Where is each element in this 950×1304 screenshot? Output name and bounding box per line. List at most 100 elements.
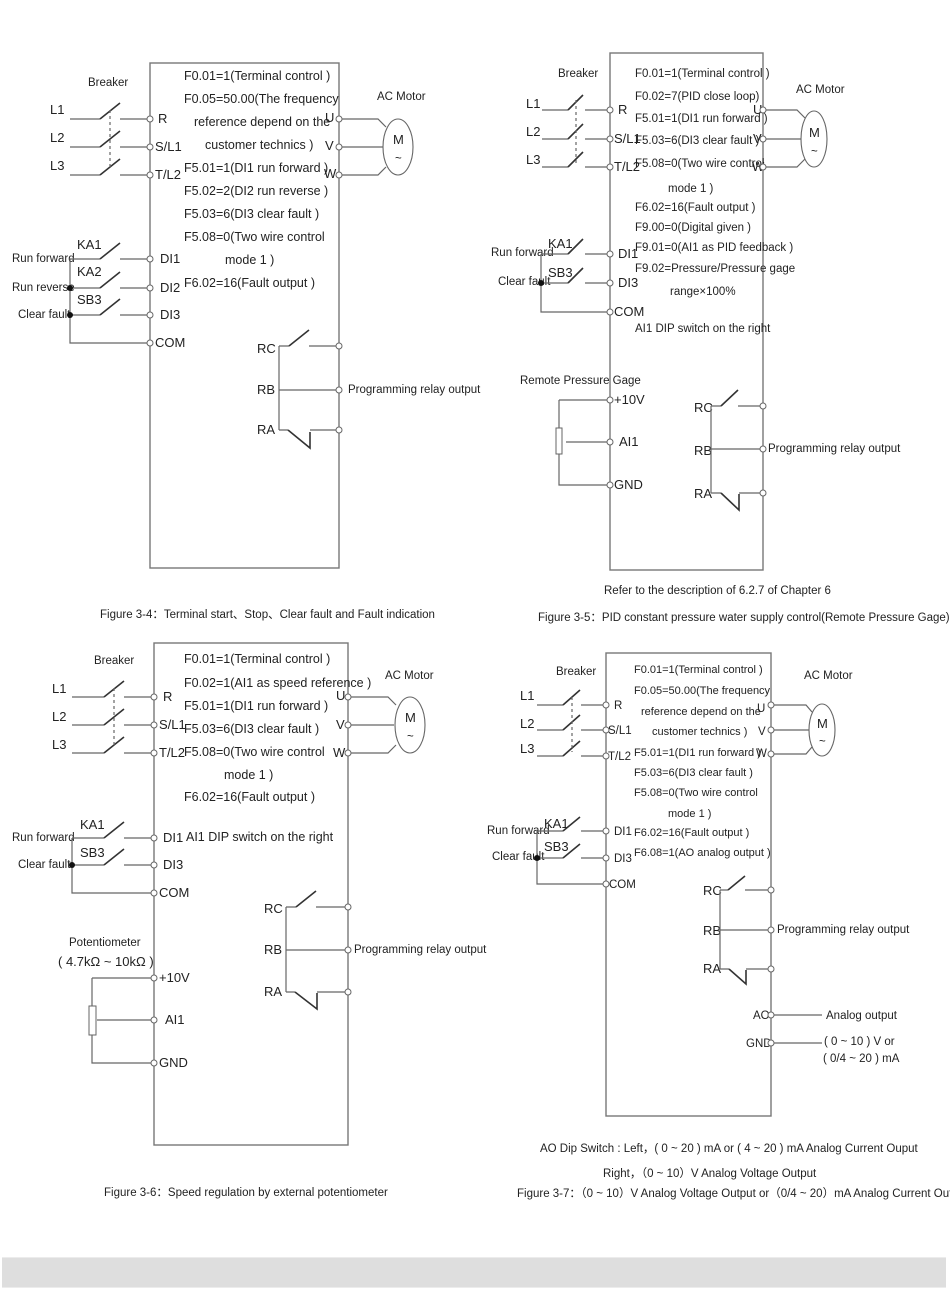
svg-text:T/L2: T/L2 (159, 745, 185, 760)
svg-text:F9.00=0(Digital given ): F9.00=0(Digital given ) (635, 222, 751, 234)
svg-text:RC: RC (264, 901, 283, 916)
svg-text:S/L1: S/L1 (608, 725, 632, 737)
potentiometer-label: Potentiometer (69, 937, 141, 949)
svg-text:~: ~ (395, 153, 402, 165)
svg-text:F5.01=1(DI1 run forward ): F5.01=1(DI1 run forward ) (635, 113, 768, 125)
svg-text:DI3: DI3 (163, 857, 183, 872)
svg-text:RA: RA (264, 984, 282, 999)
svg-text:RC: RC (257, 341, 276, 356)
svg-text:Clear fault: Clear fault (492, 851, 545, 863)
footer-bar (2, 1257, 946, 1288)
svg-text:SB3: SB3 (548, 265, 573, 280)
svg-text:DI1: DI1 (163, 830, 183, 845)
svg-text:T/L2: T/L2 (614, 159, 640, 174)
svg-text:RB: RB (257, 382, 275, 397)
svg-text:~: ~ (819, 736, 826, 748)
ao-dip-note-left: AO Dip Switch : Left，( 0 ~ 20 ) mA or ( … (540, 1143, 919, 1155)
parameter-list: F0.01=1(Terminal control ) F0.05=50.00(T… (184, 69, 339, 290)
svg-text:V: V (753, 131, 762, 146)
svg-text:Programming relay output: Programming relay output (777, 924, 910, 936)
svg-text:Run forward: Run forward (12, 832, 75, 844)
svg-text:KA1: KA1 (80, 817, 105, 832)
power-input: L1 L2 L3 R S/L1 T/L2 (520, 688, 632, 763)
relay-output: RC RB RA Programming relay output (694, 389, 901, 512)
svg-text:Run reverse: Run reverse (12, 282, 75, 294)
svg-text:DI3: DI3 (618, 275, 638, 290)
figure-caption: Figure 3-6：Speed regulation by external … (104, 1187, 388, 1199)
figure-3-4: Breaker L1 L2 L3 R S/L1 T/L2 F0.01=1(Ter… (12, 62, 481, 621)
svg-text:+10V: +10V (614, 392, 645, 407)
svg-text:+10V: +10V (159, 970, 190, 985)
line-l3: L3 (50, 158, 64, 173)
svg-text:F0.05=50.00(The frequency: F0.05=50.00(The frequency (634, 685, 771, 697)
svg-text:mode 1 ): mode 1 ) (668, 183, 714, 195)
svg-text:U: U (757, 703, 765, 715)
svg-text:AC Motor: AC Motor (804, 670, 853, 682)
analog-input: Potentiometer ( 4.7kΩ ~ 10kΩ ) +10V AI1 … (58, 937, 190, 1070)
svg-text:AI1: AI1 (619, 434, 639, 449)
svg-text:reference depend on the: reference depend on the (641, 706, 761, 718)
svg-text:F5.03=6(DI3 clear fault ): F5.03=6(DI3 clear fault ) (184, 722, 319, 736)
terminal-s: S/L1 (155, 139, 182, 154)
svg-text:S/L1: S/L1 (614, 131, 641, 146)
relay-output: RC RB RA Programming relay output (264, 890, 487, 1011)
svg-text:KA1: KA1 (77, 237, 102, 252)
svg-text:DI3: DI3 (614, 853, 632, 865)
control-inputs: Run forward Run reverse Clear fault KA1 … (12, 237, 185, 350)
svg-text:AC Motor: AC Motor (796, 84, 845, 96)
svg-text:GND: GND (614, 477, 643, 492)
analog-source-label: Remote Pressure Gage (520, 375, 641, 387)
svg-text:F5.01=1(DI1 run forward ): F5.01=1(DI1 run forward ) (184, 699, 328, 713)
svg-text:SB3: SB3 (80, 845, 105, 860)
relay-output-label: Programming relay output (348, 384, 481, 396)
svg-text:F5.02=2(DI2 run reverse ): F5.02=2(DI2 run reverse ) (184, 184, 328, 198)
svg-text:F5.08=0(Two wire control: F5.08=0(Two wire control (634, 787, 758, 799)
svg-text:F0.01=1(Terminal control ): F0.01=1(Terminal control ) (634, 664, 763, 676)
svg-text:F5.01=1(DI1 run forward ): F5.01=1(DI1 run forward ) (184, 161, 328, 175)
svg-text:Analog output: Analog output (826, 1010, 898, 1022)
svg-text:F6.02=16(Fault output ): F6.02=16(Fault output ) (184, 276, 315, 290)
svg-text:Breaker: Breaker (556, 666, 596, 678)
svg-text:GND: GND (746, 1038, 772, 1050)
svg-text:F9.01=0(AI1 as PID feedback ): F9.01=0(AI1 as PID feedback ) (635, 242, 793, 254)
svg-text:range×100%: range×100% (670, 286, 736, 298)
ac-motor-label: AC Motor (377, 91, 426, 103)
power-input: L1 L2 L3 R S/L1 T/L2 (50, 102, 182, 182)
svg-text:F9.02=Pressure/Pressure gage: F9.02=Pressure/Pressure gage (635, 263, 795, 275)
svg-text:( 0 ~ 10 ) V or: ( 0 ~ 10 ) V or (824, 1036, 895, 1048)
svg-text:Run forward: Run forward (491, 247, 554, 259)
svg-text:L1: L1 (52, 681, 66, 696)
svg-text:mode 1 ): mode 1 ) (668, 808, 711, 820)
svg-text:RB: RB (694, 443, 712, 458)
svg-text:F5.03=6(DI3 clear fault ): F5.03=6(DI3 clear fault ) (635, 135, 759, 147)
svg-text:W: W (333, 745, 346, 760)
motor-icon (382, 118, 414, 176)
svg-text:Breaker: Breaker (558, 68, 598, 80)
svg-text:F0.02=1(AI1 as speed reference: F0.02=1(AI1 as speed reference ) (184, 676, 371, 690)
relay-output: RC RB RA Programming relay output (703, 875, 910, 986)
svg-text:L2: L2 (52, 709, 66, 724)
figure-caption: Figure 3-5：PID constant pressure water s… (538, 612, 950, 624)
figure-3-5: Breaker L1 L2 L3 R S/L1 T/L2 F0.01=1(Ter… (491, 52, 950, 624)
svg-text:Programming relay output: Programming relay output (354, 944, 487, 956)
svg-text:DI1: DI1 (618, 246, 638, 261)
svg-text:Clear fault: Clear fault (18, 859, 71, 871)
control-inputs: Run forward Clear fault KA1 SB3 DI1 DI3 … (491, 236, 644, 319)
svg-text:F0.01=1(Terminal control ): F0.01=1(Terminal control ) (184, 652, 330, 666)
svg-text:F6.02=16(Fault output ): F6.02=16(Fault output ) (184, 790, 315, 804)
svg-text:R: R (614, 700, 622, 712)
parameter-list: F0.01=1(Terminal control ) F0.05=50.00(T… (634, 664, 771, 859)
svg-text:F0.01=1(Terminal control ): F0.01=1(Terminal control ) (635, 68, 770, 80)
svg-text:RA: RA (257, 422, 275, 437)
svg-text:U: U (325, 110, 334, 125)
svg-text:DI3: DI3 (160, 307, 180, 322)
svg-text:COM: COM (155, 335, 185, 350)
motor-icon (800, 110, 828, 168)
svg-text:V: V (325, 138, 334, 153)
svg-text:RC: RC (694, 400, 713, 415)
svg-text:~: ~ (811, 146, 818, 158)
svg-text:KA2: KA2 (77, 264, 102, 279)
svg-text:GND: GND (159, 1055, 188, 1070)
ac-motor: AC Motor U V W M ~ (756, 670, 853, 760)
svg-text:F0.05=50.00(The frequency: F0.05=50.00(The frequency (184, 92, 339, 106)
